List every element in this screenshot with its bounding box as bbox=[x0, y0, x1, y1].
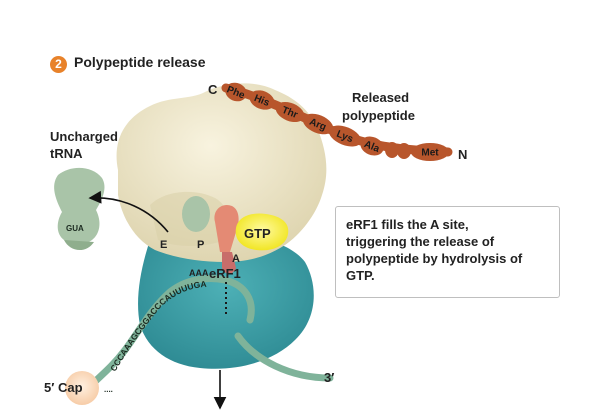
mrna-strand bbox=[74, 275, 255, 402]
five-prime-cap-label: 5′ Cap bbox=[44, 380, 83, 395]
gtp-label: GTP bbox=[244, 226, 271, 241]
aaa-codon-label: AAA bbox=[189, 268, 209, 278]
n-terminus-label: N bbox=[458, 147, 468, 162]
info-box-line-3: polypeptide by hydrolysis of bbox=[346, 251, 523, 266]
uncharged-trna-label-2: tRNA bbox=[50, 146, 83, 161]
p-site-label: P bbox=[197, 239, 204, 251]
amino-acid-lys bbox=[328, 125, 362, 147]
three-prime-label: 3′ bbox=[324, 370, 335, 385]
c-terminus-label: C bbox=[208, 82, 218, 97]
amino-acid-met bbox=[411, 143, 449, 161]
amino-acid-bead bbox=[397, 143, 411, 159]
mrna-5-prime-dots: .... bbox=[104, 385, 113, 394]
a-site-label: A bbox=[232, 253, 240, 265]
info-box-line-2: triggering the release of bbox=[346, 234, 495, 249]
small-ribosomal-subunit bbox=[138, 232, 314, 369]
step-number-badge: 2 bbox=[50, 56, 67, 73]
amino-acid-ala bbox=[360, 136, 384, 156]
erf1-release-factor bbox=[214, 204, 239, 252]
anticodon-label: GUA bbox=[66, 224, 84, 233]
amino-acid-label-met: Met bbox=[421, 148, 439, 159]
uncharged-trna-label-1: Uncharged bbox=[50, 129, 118, 144]
gtp-molecule bbox=[235, 213, 289, 251]
p-site-trna bbox=[182, 196, 210, 232]
five-prime-cap bbox=[65, 371, 99, 405]
uncharged-trna bbox=[54, 167, 105, 245]
released-polypeptide-label-1: Released bbox=[352, 90, 410, 105]
info-box-line-1: eRF1 fills the A site, bbox=[346, 217, 469, 232]
amino-acid-thr bbox=[275, 101, 305, 123]
erf1-label: eRF1 bbox=[209, 266, 241, 281]
trna-exit-arrow bbox=[88, 190, 169, 233]
step-title: Polypeptide release bbox=[74, 54, 206, 70]
amino-acid-arg bbox=[302, 113, 334, 135]
amino-acid-bead bbox=[385, 142, 399, 158]
amino-acid-his bbox=[249, 90, 275, 110]
released-polypeptide-label-2: polypeptide bbox=[342, 108, 415, 123]
amino-acid-phe bbox=[225, 82, 247, 102]
e-site-label: E bbox=[160, 239, 167, 251]
info-box: eRF1 fills the A site, triggering the re… bbox=[335, 206, 560, 298]
info-box-line-4: GTP. bbox=[346, 268, 375, 283]
